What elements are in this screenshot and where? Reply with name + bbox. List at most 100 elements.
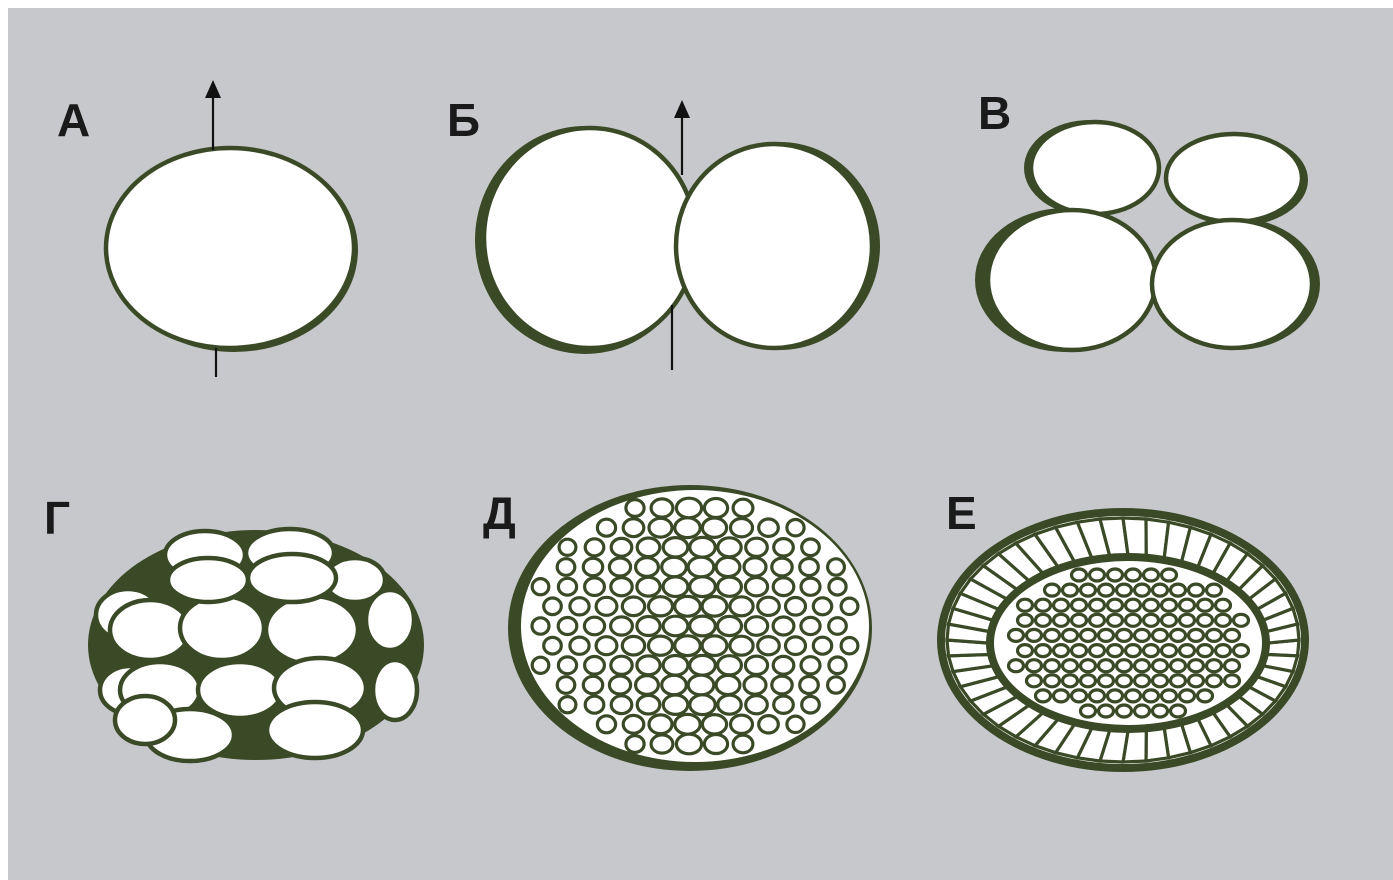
section-inner-cell	[1117, 660, 1132, 672]
section-inner-cell	[1090, 569, 1105, 581]
blastula-blastomere	[637, 577, 660, 596]
blastula-blastomere	[585, 578, 605, 596]
section-inner-cell	[1081, 660, 1096, 672]
section-inner-cell	[1234, 645, 1249, 657]
blastula-blastomere	[585, 696, 604, 713]
blastula-blastomere	[702, 715, 726, 734]
label-stage-d: Д	[483, 490, 516, 536]
section-inner-cell	[1036, 690, 1051, 702]
blastula-blastomere	[733, 735, 753, 753]
section-inner-cell	[1225, 629, 1240, 641]
section-inner-cell	[1108, 614, 1123, 626]
blastula-blastomere	[718, 695, 741, 714]
blastula-blastomere	[649, 518, 672, 537]
blastula-blastomere	[773, 578, 794, 596]
blastula-blastomere	[773, 617, 794, 635]
blastula-blastomere	[675, 596, 701, 616]
section-inner-cell	[1099, 629, 1114, 641]
cell-bottom-right	[1152, 220, 1312, 348]
section-inner-cell	[1153, 705, 1168, 717]
section-inner-cell	[1153, 660, 1168, 672]
section-inner-cell	[1054, 690, 1069, 702]
section-inner-cell	[1171, 675, 1186, 687]
blastula-blastomere	[649, 636, 673, 655]
section-inner-cell	[1072, 569, 1087, 581]
blastula-blastomere	[570, 637, 589, 654]
blastula-blastomere	[801, 578, 820, 595]
section-inner-cell	[1063, 629, 1078, 641]
blastula-blastomere	[730, 636, 753, 655]
section-inner-cell	[1135, 675, 1150, 687]
section-inner-cell	[1108, 569, 1123, 581]
blastula-blastomere	[558, 578, 576, 595]
blastula-blastomere	[828, 677, 845, 693]
blastula-blastomere	[704, 735, 727, 754]
blastula-blastomere	[841, 598, 858, 614]
section-inner-cell	[1054, 614, 1069, 626]
blastula-blastomere	[718, 656, 742, 675]
blastula-blastomere	[688, 557, 714, 577]
section-inner-cell	[1126, 690, 1141, 702]
blastula-blastomere	[663, 695, 688, 714]
morula-blastomere	[248, 554, 336, 602]
blastula-blastomere	[675, 518, 700, 538]
section-inner-cell	[1072, 599, 1087, 611]
cell-top-left	[1031, 122, 1159, 214]
blastula-blastomere	[622, 597, 644, 616]
section-inner-cell	[1009, 660, 1024, 672]
arrow-up-icon	[205, 80, 221, 98]
blastula-blastomere	[690, 695, 715, 715]
section-inner-cell	[1225, 675, 1240, 687]
blastula-blastomere	[637, 656, 660, 675]
cell-top-right	[1166, 134, 1302, 222]
blastula-blastomere	[597, 716, 615, 733]
section-inner-cell	[1072, 645, 1087, 657]
section-inner-cell	[1171, 660, 1186, 672]
blastula-blastomere	[746, 538, 768, 556]
section-inner-cell	[1162, 645, 1177, 657]
section-rim-cell	[1146, 728, 1169, 761]
blastula-blastomere	[718, 538, 741, 557]
blastula-blastomere	[584, 617, 604, 635]
blastula-blastomere	[637, 695, 660, 714]
blastula-blastomere	[662, 675, 687, 694]
blastula-blastomere	[829, 657, 846, 674]
section-inner-cell	[1180, 599, 1195, 611]
section-inner-cell	[1207, 675, 1222, 687]
section-inner-cell	[1189, 584, 1204, 596]
section-inner-cell	[1117, 584, 1132, 596]
section-inner-cell	[1162, 569, 1177, 581]
section-inner-cell	[1108, 645, 1123, 657]
section-inner-cell	[1135, 629, 1150, 641]
blastula-blastomere	[636, 558, 659, 577]
label-stage-a: А	[57, 97, 90, 143]
section-inner-cell	[1072, 690, 1087, 702]
blastula-blastomere	[774, 539, 794, 556]
blastula-blastomere	[637, 538, 660, 557]
blastula-blastomere	[786, 598, 806, 616]
section-inner-cell	[1162, 599, 1177, 611]
blastula-blastomere	[786, 637, 806, 655]
section-inner-cell	[1045, 660, 1060, 672]
section-inner-cell	[1234, 614, 1249, 626]
section-inner-cell	[1225, 660, 1240, 672]
blastula-blastomere	[663, 577, 688, 597]
blastula-blastomere	[702, 518, 726, 537]
blastula-blastomere	[690, 577, 716, 597]
section-inner-cell	[1171, 584, 1186, 596]
blastula-blastomere	[596, 597, 617, 615]
section-inner-cell	[1162, 614, 1177, 626]
blastula-blastomere	[663, 538, 688, 557]
section-inner-cell	[1081, 705, 1096, 717]
blastula-blastomere	[787, 716, 804, 732]
blastula-blastomere	[662, 557, 687, 576]
section-inner-cell	[1153, 629, 1168, 641]
section-inner-cell	[1153, 675, 1168, 687]
section-inner-cell	[1090, 645, 1105, 657]
blastula-blastomere	[800, 677, 819, 694]
blastula-blastomere	[829, 618, 847, 635]
morula-blastomere	[168, 558, 248, 602]
section-inner-cell	[1027, 675, 1042, 687]
